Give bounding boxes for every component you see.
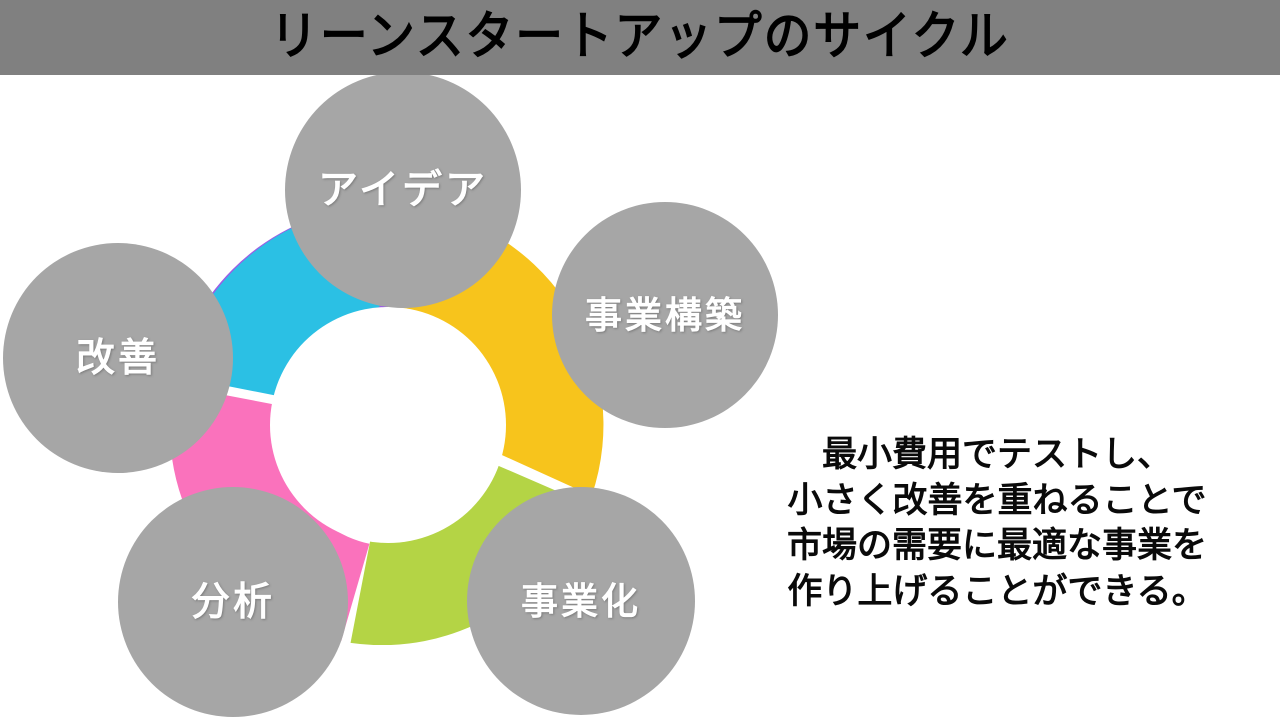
description-line-2: 小さく改善を重ねることで <box>787 479 1207 521</box>
page-title: リーンスタートアップのサイクル <box>270 5 1010 67</box>
description-block: 最小費用でテストし、 小さく改善を重ねることで 市場の需要に最適な事業を 作り上… <box>730 432 1264 614</box>
cycle-node-idea-label: アイデア <box>318 166 488 213</box>
cycle-node-build[interactable]: 事業構築 <box>552 202 778 428</box>
cycle-node-analyze[interactable]: 分析 <box>118 487 348 717</box>
cycle-node-improve-label: 改善 <box>75 334 160 381</box>
cycle-node-analyze-label: 分析 <box>190 578 275 625</box>
title-banner: リーンスタートアップのサイクル <box>0 0 1280 75</box>
cycle-node-launch-label: 事業化 <box>521 578 641 623</box>
description-line-1: 最小費用でテストし、 <box>821 434 1172 475</box>
cycle-node-idea[interactable]: アイデア <box>285 72 521 308</box>
cycle-node-improve[interactable]: 改善 <box>3 243 233 473</box>
cycle-hub <box>270 307 506 543</box>
description-line-4: 作り上げることができる。 <box>787 570 1207 612</box>
cycle-node-launch[interactable]: 事業化 <box>467 487 695 715</box>
cycle-node-build-label: 事業構築 <box>585 292 745 337</box>
description-line-3: 市場の需要に最適な事業を <box>786 525 1207 566</box>
